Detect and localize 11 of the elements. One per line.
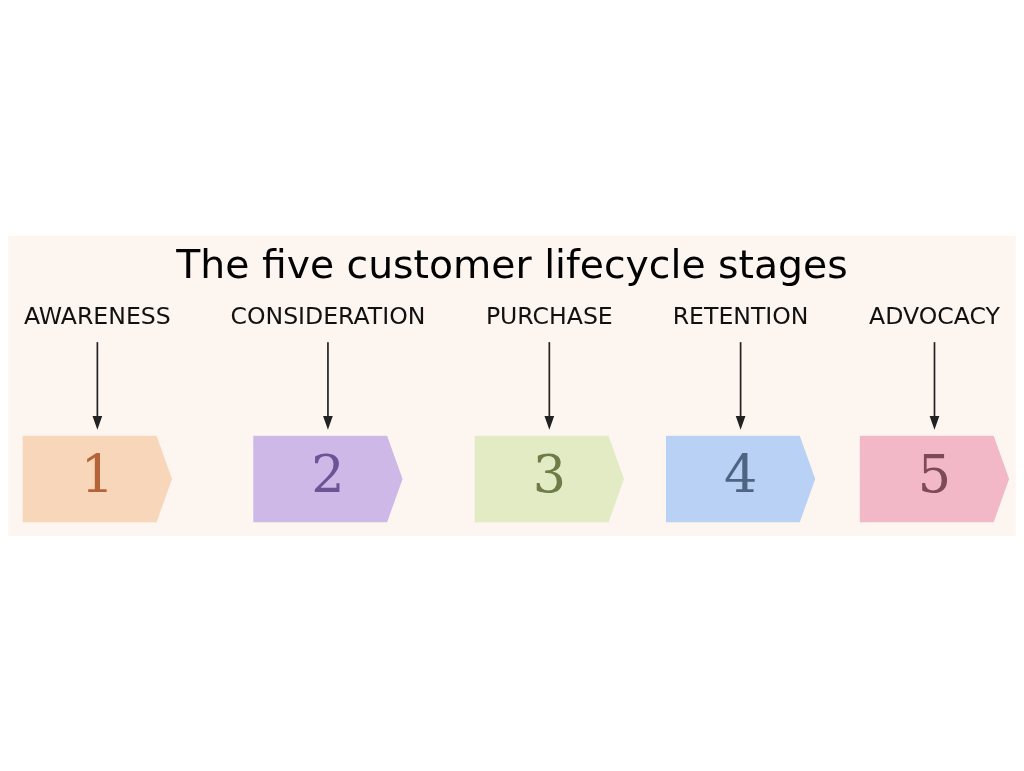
node-text: ADVOCACY: [869, 301, 1000, 330]
node-text: PURCHASE: [485, 301, 613, 330]
arrow: [735, 340, 746, 430]
arrow: [92, 340, 103, 430]
node-text: CONSIDERATION: [230, 301, 426, 330]
arrow: [544, 340, 555, 430]
arrow: [323, 340, 333, 430]
arrow: [929, 340, 940, 430]
node-text: AWARENESS: [24, 301, 171, 330]
node-text: RETENTION: [672, 301, 809, 330]
diagram-title: The five customer lifecycle stages: [176, 241, 848, 287]
